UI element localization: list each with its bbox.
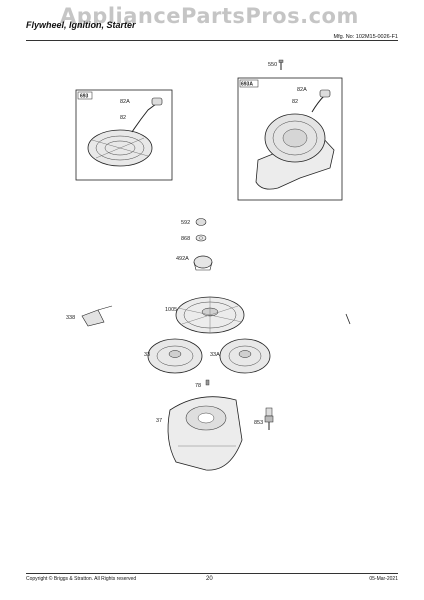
starter-rope-large xyxy=(311,95,325,113)
watermark: AppliancePartsPros.com xyxy=(60,4,359,28)
key-78: 78 xyxy=(195,379,210,389)
armature-33: 33 xyxy=(144,338,203,374)
starter-handle-large xyxy=(319,89,331,98)
footer-copyright: Copyright © Briggs & Stratton. All Right… xyxy=(26,576,137,582)
footer-date: 05-Mar-2021 xyxy=(369,576,398,582)
bracket-338: 338 xyxy=(66,305,351,327)
callout-33: 33 xyxy=(144,352,150,358)
footer-page-number: 20 xyxy=(206,576,213,582)
flywheel-1005: 1005 xyxy=(165,296,245,334)
callout-492a: 492A xyxy=(176,256,189,262)
spark-plug-853: 853 xyxy=(254,407,274,430)
callout-550: 550 xyxy=(268,62,277,68)
page-title: Flywheel, Ignition, Starter xyxy=(26,20,136,30)
callout-82a-small: 82A xyxy=(120,99,130,105)
mfg-number: Mfg. No: 102M15-0026-F1 xyxy=(333,34,398,40)
callout-853: 853 xyxy=(254,420,263,426)
callout-1005: 1005 xyxy=(165,307,177,313)
callout-338: 338 xyxy=(66,315,75,321)
screw-550: 550 xyxy=(268,59,284,70)
starter-rope xyxy=(131,103,157,133)
callout-82a-large: 82A xyxy=(297,87,307,93)
nut-592: 592 xyxy=(181,218,207,226)
callout-868: 868 xyxy=(181,236,190,242)
footer-rule xyxy=(26,573,398,574)
starter-box-693: 693 82A 82 xyxy=(75,89,173,181)
callout-78: 78 xyxy=(195,383,201,389)
blower-housing-37: 37 xyxy=(156,396,243,471)
starter-box-693a: 693A 82A 82 xyxy=(237,77,343,201)
callout-82-small: 82 xyxy=(120,115,126,121)
callout-82-large: 82 xyxy=(292,99,298,105)
callout-592: 592 xyxy=(181,220,190,226)
callout-693: 693 xyxy=(80,94,89,100)
header-rule xyxy=(26,40,398,41)
callout-37: 37 xyxy=(156,418,162,424)
armature-33a: 33A xyxy=(210,338,271,374)
starter-handle xyxy=(151,97,163,106)
callout-693a: 693A xyxy=(241,82,253,88)
washer-868: 868 xyxy=(181,234,207,242)
starter-cup-492a: 492A xyxy=(176,255,213,271)
callout-33a: 33A xyxy=(210,352,220,358)
